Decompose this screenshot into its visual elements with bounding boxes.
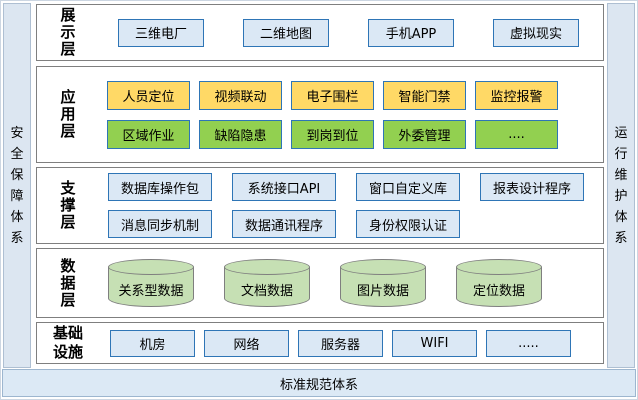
data-layer-label: 数据层 <box>60 256 76 309</box>
support-item: 身份权限认证 <box>356 210 460 238</box>
app-item: 外委管理 <box>383 119 466 149</box>
infra-item: WIFI <box>392 329 477 357</box>
support-layer-label: 支撑层 <box>60 179 76 231</box>
app-item: 监控报警 <box>475 80 558 110</box>
infra-item: ..... <box>486 329 571 357</box>
support-item: 数据库操作包 <box>108 173 212 201</box>
cylinder-top-shape <box>340 259 426 275</box>
data-cylinder: 关系型数据 <box>108 259 194 307</box>
app-item: 缺陷隐患 <box>199 119 282 149</box>
data-layer: 数据层 关系型数据 文档数据 图片数据 <box>36 248 604 318</box>
cylinder-top-shape <box>108 259 194 275</box>
cylinder-top-shape <box>224 259 310 275</box>
display-item: 虚拟现实 <box>493 18 579 47</box>
display-item: 手机APP <box>368 18 454 47</box>
support-item: 消息同步机制 <box>108 210 212 238</box>
display-item: 三维电厂 <box>118 18 204 47</box>
bottom-system-bar: 标准规范体系 <box>2 369 636 397</box>
application-layer-label: 应用层 <box>60 88 76 140</box>
infrastructure-layer: 基础设施 机房 网络 服务器 WIFI ..... <box>36 322 604 364</box>
app-item: 到岗到位 <box>291 119 374 149</box>
display-layer: 展示层 三维电厂 二维地图 手机APP 虚拟现实 <box>36 4 604 61</box>
display-item: 二维地图 <box>243 18 329 47</box>
app-item: 视频联动 <box>199 80 282 110</box>
support-item: 窗口自定义库 <box>356 173 460 201</box>
display-layer-label: 展示层 <box>60 6 76 58</box>
infrastructure-layer-label: 基础设施 <box>52 324 83 361</box>
infra-item: 服务器 <box>298 329 383 357</box>
data-cylinder: 图片数据 <box>340 259 426 307</box>
data-cylinder: 定位数据 <box>456 259 542 307</box>
app-item: 人员定位 <box>107 80 190 110</box>
infra-item: 机房 <box>110 329 195 357</box>
support-layer: 支撑层 数据库操作包 系统接口API 窗口自定义库 报表设计程序 消息同步机制 … <box>36 167 604 244</box>
support-item: 系统接口API <box>232 173 336 201</box>
application-layer: 应用层 人员定位 视频联动 电子围栏 智能门禁 监控报警 区域作业 缺陷隐患 到… <box>36 66 604 163</box>
infra-item: 网络 <box>204 329 289 357</box>
cylinder-top-shape <box>456 259 542 275</box>
data-cylinder: 文档数据 <box>224 259 310 307</box>
left-system-bar-label: 安全保障体系 <box>10 125 24 246</box>
app-item: 智能门禁 <box>383 80 466 110</box>
bottom-system-bar-label: 标准规范体系 <box>279 377 358 393</box>
app-item: 区域作业 <box>107 119 190 149</box>
support-item: 数据通讯程序 <box>232 210 336 238</box>
right-system-bar-label: 运行维护体系 <box>614 125 628 246</box>
right-system-bar: 运行维护体系 <box>607 3 635 368</box>
left-system-bar: 安全保障体系 <box>3 3 31 368</box>
app-item: 电子围栏 <box>291 80 374 110</box>
app-item: .... <box>475 119 558 149</box>
support-item: 报表设计程序 <box>480 173 584 201</box>
